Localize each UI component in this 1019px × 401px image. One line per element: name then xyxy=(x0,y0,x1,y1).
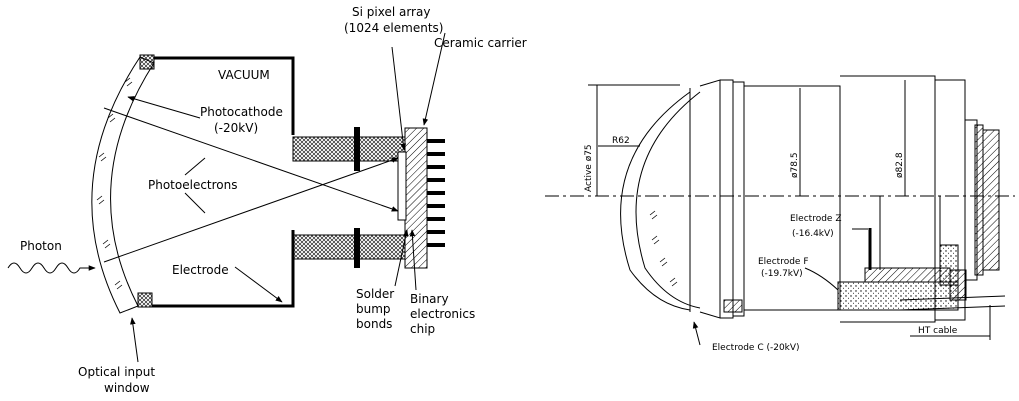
body-section-2 xyxy=(699,79,721,319)
window-flange-top xyxy=(139,54,155,70)
electrode-leader xyxy=(234,266,283,303)
optical-window xyxy=(91,56,155,314)
label-binary-2: electronics xyxy=(410,307,475,321)
flange-lower xyxy=(292,234,406,260)
label-solder-3: bonds xyxy=(356,317,392,331)
label-d785: ø78.5 xyxy=(790,152,800,178)
label-photocathode-1: Photocathode xyxy=(200,105,283,119)
electrode-c-leader xyxy=(692,321,701,346)
electrode-f-insulation xyxy=(837,281,959,311)
ht-cable-upper xyxy=(899,295,1006,301)
label-electrode-z: Electrode Z xyxy=(790,214,842,224)
photocathode-leader xyxy=(127,96,201,119)
si-array-leader xyxy=(391,46,407,151)
label-electrode-z-v: (-16.4kV) xyxy=(792,229,834,239)
flange-collar-lower xyxy=(354,228,360,268)
label-electrode: Electrode xyxy=(172,263,229,277)
photoelectron-paths xyxy=(103,107,399,263)
label-photocathode-2: (-20kV) xyxy=(214,121,258,135)
dome-marks xyxy=(649,210,678,287)
photoelectrons-leader-down xyxy=(184,192,206,214)
label-electrode-f-v: (-19.7kV) xyxy=(761,269,803,279)
right-tube-drawing: Active ø75 R62 ø78.5 ø82.8 Electrode Z (… xyxy=(545,75,1015,353)
body-ring-a xyxy=(720,79,734,319)
flange-upper xyxy=(292,136,406,162)
ceramic-leader xyxy=(422,32,446,126)
carrier-pins xyxy=(427,139,445,247)
label-ceramic: Ceramic carrier xyxy=(434,36,527,50)
label-photon: Photon xyxy=(20,239,62,253)
ceramic-carrier xyxy=(404,127,428,269)
binary-leader xyxy=(409,229,417,291)
label-active: Active ø75 xyxy=(584,144,594,192)
label-optical-1: Optical input xyxy=(78,365,155,379)
ht-cable-lower xyxy=(899,305,1006,311)
label-r62: R62 xyxy=(612,136,630,146)
solder-leader xyxy=(394,229,409,287)
label-solder-2: bump xyxy=(356,302,391,316)
label-binary-1: Binary xyxy=(410,292,449,306)
left-hpd-schematic: VACUUM Si pixel array (1024 elements) Ce… xyxy=(7,5,527,395)
label-si-pixel-1: Si pixel array xyxy=(352,5,430,19)
label-vacuum: VACUUM xyxy=(218,68,270,82)
label-electrode-f: Electrode F xyxy=(758,257,809,267)
flange-collar-upper xyxy=(354,127,360,171)
rear-connector xyxy=(974,124,1000,276)
front-dome-inner xyxy=(635,91,701,309)
label-solder-1: Solder xyxy=(356,287,394,301)
label-d828: ø82.8 xyxy=(895,152,905,178)
label-si-pixel-2: (1024 elements) xyxy=(344,21,443,35)
label-photoelectrons: Photoelectrons xyxy=(148,178,238,192)
rear-hatched-block xyxy=(949,269,967,301)
body-main xyxy=(744,85,841,311)
front-dome xyxy=(620,91,691,311)
label-binary-3: chip xyxy=(410,322,435,336)
photoelectrons-leader-up xyxy=(184,157,206,176)
body-rear xyxy=(840,75,936,323)
optical-leader xyxy=(130,317,139,363)
envelope-top xyxy=(154,56,295,135)
label-optical-2: window xyxy=(104,381,150,395)
electrode-f-leader xyxy=(804,267,839,291)
label-ht-cable: HT cable xyxy=(918,326,958,336)
electrode-c-block xyxy=(723,299,743,313)
window-flange-bottom xyxy=(137,292,153,308)
electrode-z-block xyxy=(864,267,951,283)
si-pixel-array xyxy=(397,151,407,221)
label-electrode-c: Electrode C (-20kV) xyxy=(712,343,800,353)
photon-wave xyxy=(7,262,96,274)
body-ring-b xyxy=(733,81,745,317)
window-hatch-marks xyxy=(96,77,133,290)
